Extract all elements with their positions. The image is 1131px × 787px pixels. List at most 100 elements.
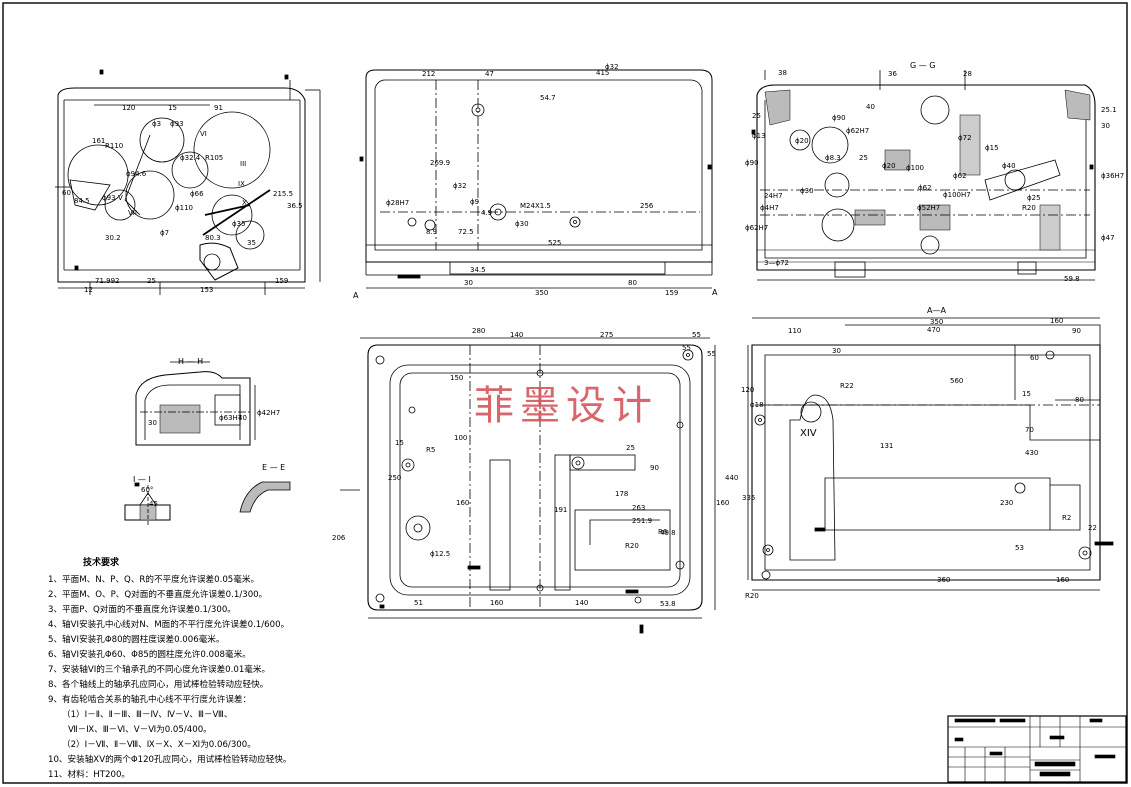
view5-dimension-text: R2: [1062, 514, 1071, 522]
view1-dimension-text: V: [118, 194, 123, 202]
view3-dimension-text: ϕ13: [752, 132, 766, 140]
note-line: Ⅶ－Ⅸ、Ⅲ－Ⅵ、Ⅴ－Ⅵ为0.05/400。: [68, 725, 212, 735]
view5-dimension-text: 131: [880, 442, 893, 450]
view1-dimension-text: 159: [275, 277, 288, 285]
view3-dimension-text: 28: [963, 70, 972, 78]
view1-dimension-text: ϕ93: [170, 120, 184, 128]
view3-dimension-text: ϕ90: [745, 159, 759, 167]
view4-dimension-text: 206: [332, 534, 346, 542]
view3-dimension-text: 36: [888, 70, 897, 78]
title-block: [947, 715, 1127, 783]
view1-dimension-text: ϕ66: [190, 190, 204, 198]
view1-dimension-text: IX: [238, 180, 245, 188]
view2-dimension-text: 525: [548, 239, 561, 247]
label-roman-xiv: XIV: [800, 428, 817, 439]
view-section-gg: [751, 70, 1096, 281]
view4-dimension-text: 251.9: [632, 517, 652, 525]
view1-dimension-text: III: [240, 160, 246, 168]
view3-dimension-text: ϕ20: [795, 137, 809, 145]
view4-dimension-text: 55: [707, 350, 716, 358]
view-section-hh: [135, 361, 256, 446]
view4-dimension-text: ϕ12.5: [430, 550, 450, 558]
view3-dimension-text: 30: [1101, 122, 1110, 130]
view7-dimension-text: 45: [149, 500, 158, 508]
view5-dimension-text: 160: [1050, 317, 1063, 325]
view3-dimension-text: ϕ25: [1027, 194, 1041, 202]
view1-dimension-text: 12: [84, 286, 93, 294]
view3-dimension-text: ϕ30: [800, 187, 814, 195]
view2-dimension-text: 72.5: [458, 228, 474, 236]
view2-dimension-text: 212: [422, 70, 435, 78]
view1-dimension-text: 215.5: [273, 190, 293, 198]
view4-dimension-text: 191: [554, 506, 567, 514]
view4-dimension-text: 53.8: [660, 600, 676, 608]
watermark: 菲墨设计: [474, 383, 658, 429]
view4-dimension-text: 178: [615, 490, 628, 498]
view1-dimension-text: 153: [200, 286, 213, 294]
view3-dimension-text: R20: [1022, 204, 1036, 212]
view2-dimension-text: 47: [485, 70, 494, 78]
view3-dimension-text: ϕ47: [1101, 234, 1115, 242]
view3-dimension-text: ϕ62: [953, 172, 967, 180]
view4-dimension-text: 140: [510, 331, 523, 339]
view3-dimension-text: ϕ62: [918, 184, 932, 192]
view3-dimension-text: ϕ8.3: [825, 154, 841, 162]
view5-dimension-text: 560: [950, 377, 963, 385]
view1-dimension-text: R110: [105, 142, 123, 150]
view4-dimension-text: 275: [600, 331, 613, 339]
label-section-gg: G — G: [910, 61, 935, 70]
view4-dimension-text: 51: [414, 599, 423, 607]
view1-dimension-text: 30.2: [105, 234, 121, 242]
view3-dimension-text: ϕ52H7: [917, 204, 940, 212]
view1-dimension-text: ϕ7: [160, 229, 169, 237]
view5-dimension-text: R22: [840, 382, 854, 390]
view4-dimension-text: 55: [682, 344, 691, 352]
view3-dimension-text: 3—ϕ72: [764, 259, 789, 267]
label-section-ee: E — E: [262, 463, 285, 472]
note-line: （2）Ⅰ－Ⅶ、Ⅱ－Ⅷ、Ⅸ－Ⅹ、Ⅹ－Ⅺ为0.06/300。: [62, 740, 256, 750]
note-line: 10、安装轴ⅩⅤ的两个Φ120孔应同心，用试棒检验转动应轻快。: [48, 755, 292, 765]
view3-dimension-text: ϕ62H7: [745, 224, 768, 232]
note-line: （1）Ⅰ－Ⅱ、Ⅱ－Ⅲ、Ⅲ－Ⅳ、Ⅳ－Ⅴ、Ⅲ－Ⅷ、: [62, 710, 233, 720]
notes-title: 技术要求: [83, 558, 120, 568]
view5-dimension-text: ϕ18: [750, 401, 764, 409]
view1-dimension-text: ϕ110: [175, 204, 193, 212]
view5-dimension-text: 53: [1015, 544, 1024, 552]
view4-dimension-text: 280: [472, 327, 485, 335]
view4-dimension-text: 15: [395, 439, 404, 447]
label-section-a-left: A: [353, 291, 359, 300]
view-front-gear-layout: [55, 69, 321, 295]
view2-dimension-text: 8.9: [426, 228, 437, 236]
view1-dimension-text: 25: [147, 277, 156, 285]
view5-dimension-text: 470: [927, 326, 940, 334]
view1-dimension-text: R105: [205, 154, 223, 162]
view2-dimension-text: 350: [535, 289, 548, 297]
view4-dimension-text: 160: [490, 599, 503, 607]
view1-dimension-text: 71.992: [95, 277, 120, 285]
view3-dimension-text: 38: [778, 69, 787, 77]
view4-dimension-text: 140: [575, 599, 588, 607]
view2-dimension-text: 256: [640, 202, 654, 210]
view5-dimension-text: 430: [1025, 449, 1038, 457]
view2-dimension-text: 30: [464, 279, 473, 287]
view1-dimension-text: 120: [122, 104, 135, 112]
view3-dimension-text: ϕ100: [906, 164, 924, 172]
note-line: 4、轴VI安装孔中心线对N、M面的不平行度允许误差0.1/600。: [48, 620, 290, 630]
view-section-aa: [747, 317, 1114, 591]
view-bottom-plan: [340, 337, 716, 634]
label-section-aa: A—A: [927, 306, 946, 315]
view2-dimension-text: 34.5: [470, 266, 486, 274]
view1-dimension-text: ϕ94.6: [126, 170, 147, 178]
view5-dimension-text: 60: [1030, 354, 1039, 362]
view2-dimension-text: 269.9: [430, 159, 450, 167]
view4-dimension-text: 25: [626, 444, 635, 452]
note-line: 11、材料：HT200。: [48, 770, 131, 780]
view1-dimension-text: 84.5: [74, 197, 90, 205]
view4-dimension-text: 250: [388, 474, 401, 482]
view2-dimension-text: ϕ28H7: [386, 199, 409, 207]
view6-dimension-text: 40: [238, 414, 247, 422]
view1-dimension-text: ϕ35: [232, 220, 246, 228]
